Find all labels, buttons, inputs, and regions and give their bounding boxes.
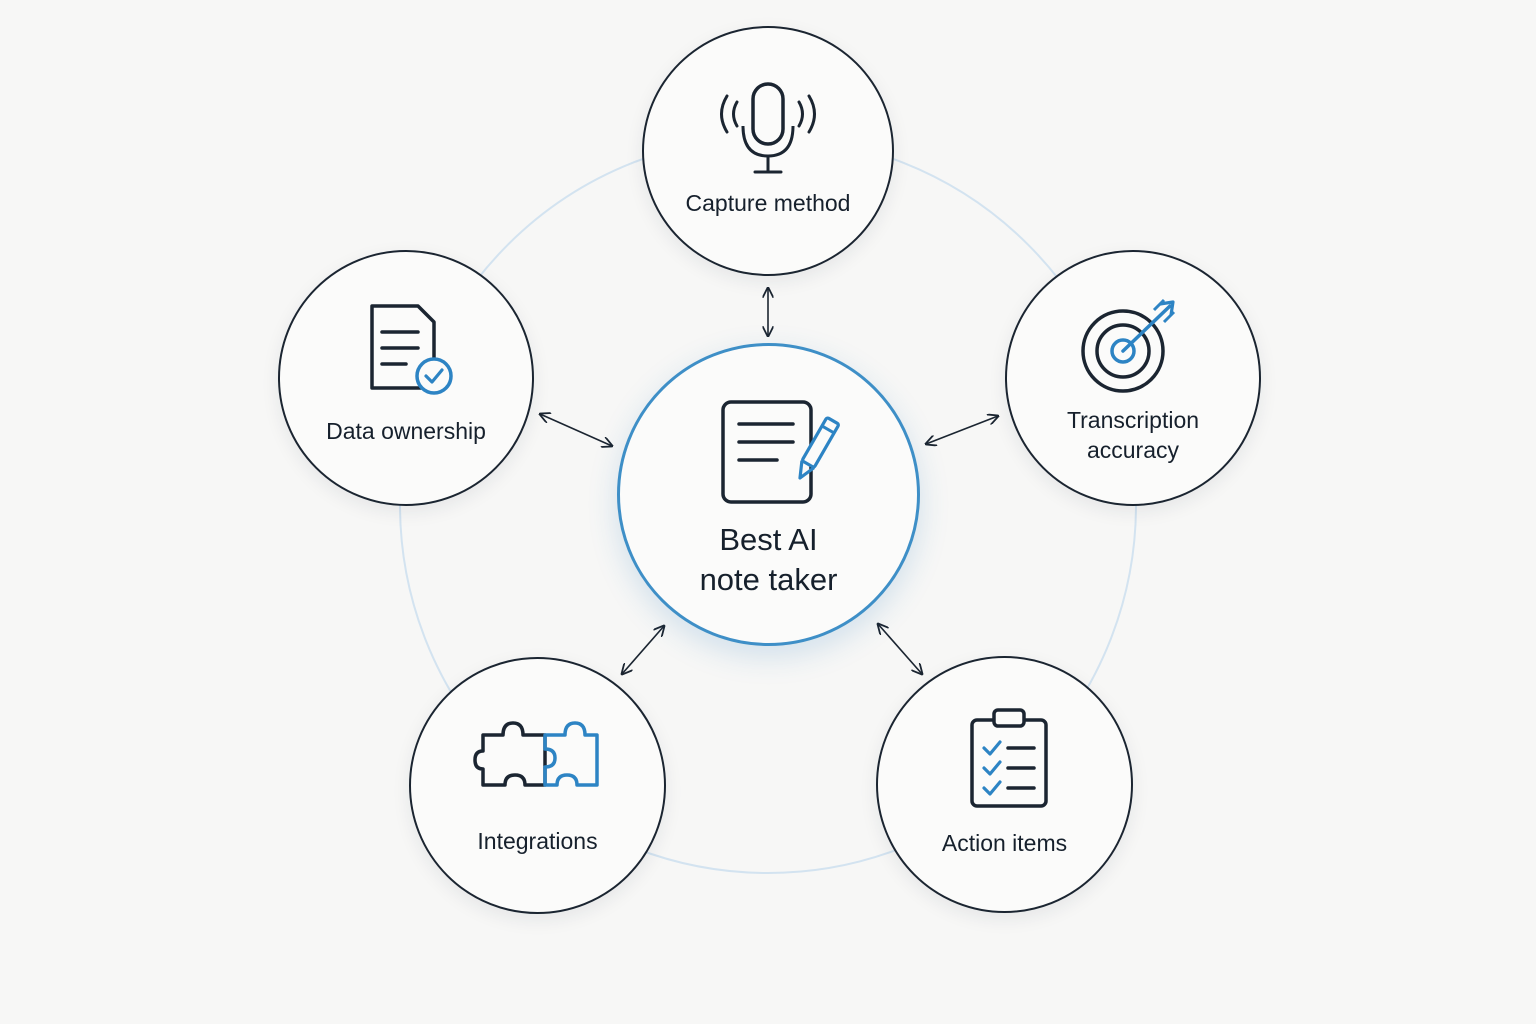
node-action-items-label: Action items: [941, 830, 1068, 856]
node-transcription-label-line-1: Transcription: [1066, 407, 1200, 433]
document-check-icon: [370, 304, 453, 395]
center-title: Best AI note taker: [620, 520, 917, 600]
node-data-ownership: Data ownership: [278, 250, 534, 506]
arrow-center-transcription: [926, 416, 998, 444]
puzzle-pieces-icon: [472, 721, 599, 787]
center-title-line-1: Best AI: [719, 522, 818, 557]
node-data-ownership-label: Data ownership: [326, 418, 486, 444]
target-arrow-icon: [1081, 298, 1176, 393]
center-node: Best AI note taker: [617, 343, 920, 646]
node-integrations-label: Integrations: [477, 828, 598, 854]
node-transcription-accuracy: Transcription accuracy: [1005, 250, 1261, 506]
node-capture-method: Capture method: [642, 26, 894, 276]
microphone-icon: [720, 82, 816, 174]
node-transcription-label: Transcription accuracy: [1007, 405, 1259, 465]
node-capture-method-label: Capture method: [685, 190, 851, 216]
checklist-clipboard-icon: [969, 708, 1048, 808]
node-action-items: Action items: [876, 656, 1133, 913]
node-transcription-label-line-2: accuracy: [1086, 437, 1180, 463]
arrow-center-integrations: [622, 626, 664, 674]
node-integrations: Integrations: [409, 657, 666, 914]
arrow-center-ownership: [540, 414, 612, 446]
notepad-pen-icon: [721, 400, 840, 504]
center-title-line-2: note taker: [699, 562, 838, 597]
arrow-center-action: [878, 624, 922, 674]
